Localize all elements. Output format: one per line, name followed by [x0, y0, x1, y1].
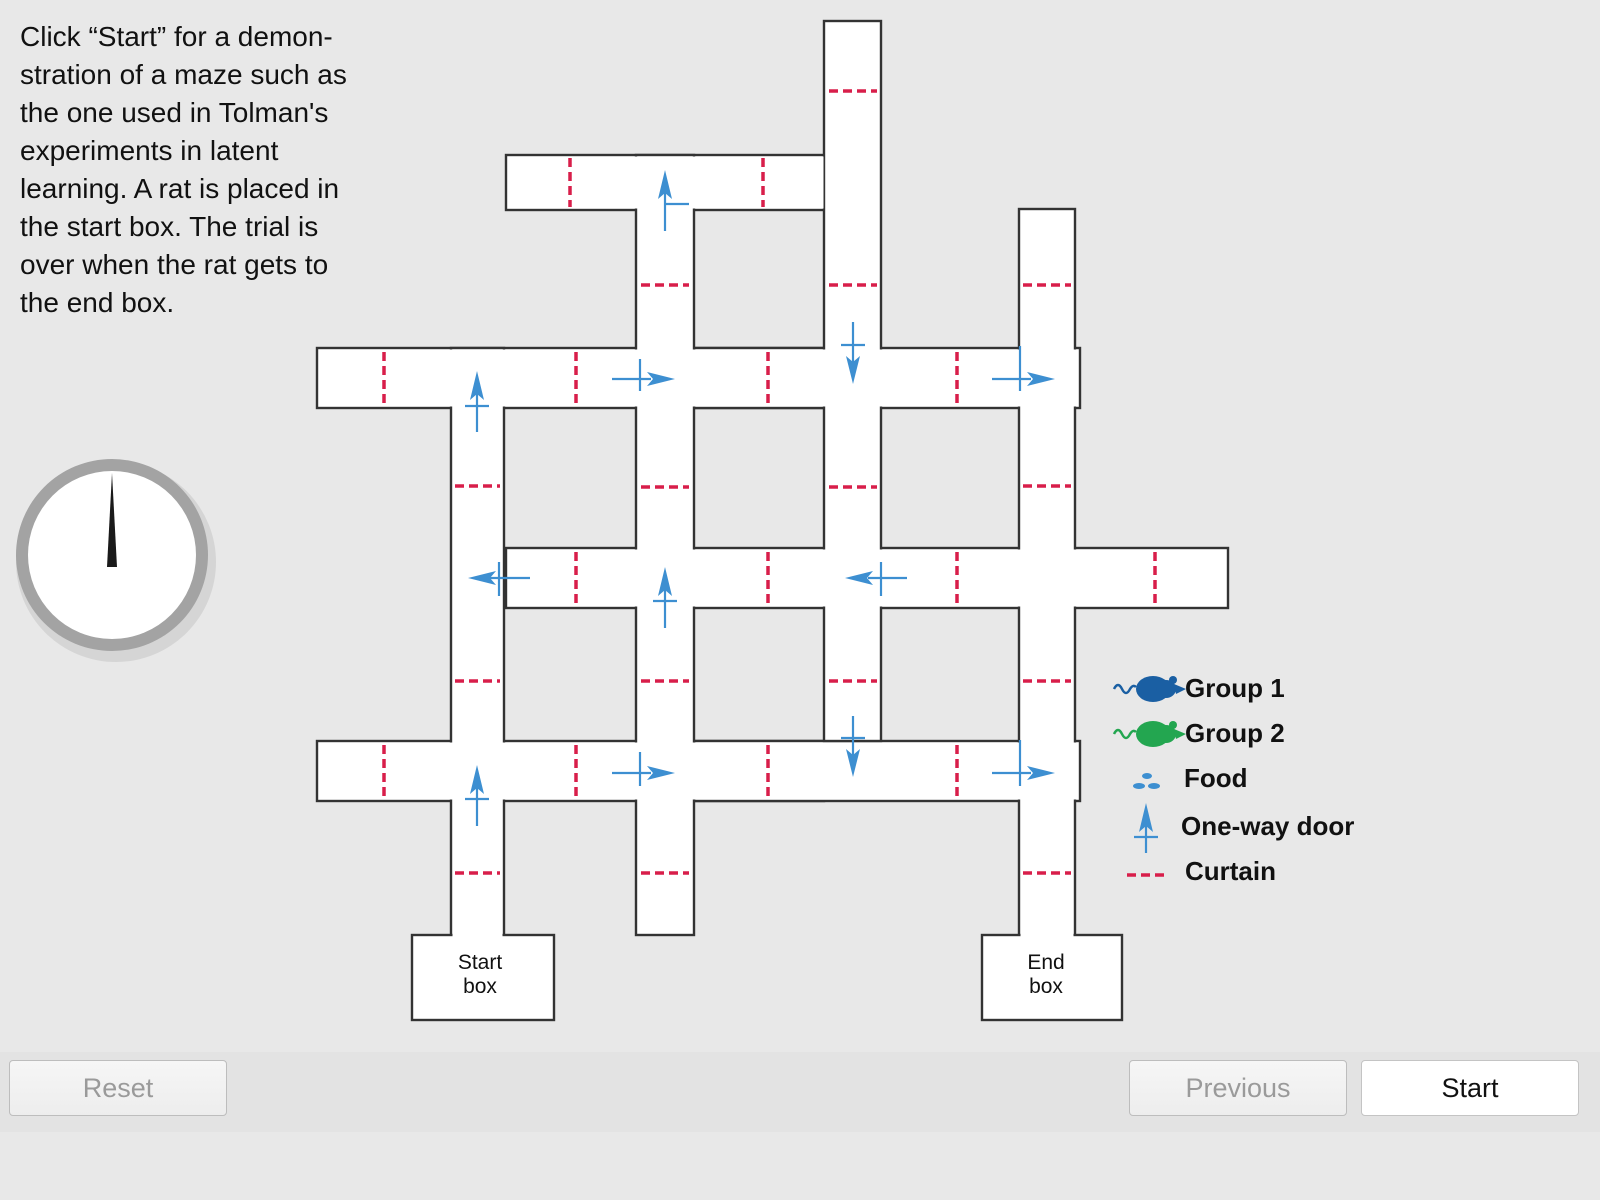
legend: Group 1 Group 2 Food One-way door Curtai… — [1112, 673, 1354, 886]
legend-curtain-label: Curtain — [1185, 856, 1276, 886]
bottom-toolbar: Reset Previous Start — [0, 1052, 1600, 1132]
group2-rat-icon — [1112, 721, 1186, 747]
end-box-label-line2: box — [1029, 975, 1063, 998]
timer-hand — [107, 473, 117, 567]
one-way-door — [992, 740, 1055, 786]
start-box-label-line1: Start — [458, 951, 503, 974]
one-way-door — [612, 359, 675, 391]
instructions-line: the end box. — [20, 287, 175, 318]
instructions-line: learning. A rat is placed in — [20, 173, 340, 204]
timer-dial — [16, 459, 216, 662]
maze-curtains — [382, 89, 1157, 875]
one-way-door — [658, 170, 689, 231]
one-way-door — [612, 752, 675, 786]
group1-rat-icon — [1112, 676, 1186, 702]
instructions-line: the start box. The trial is — [20, 211, 319, 242]
maze-doors — [465, 170, 1055, 826]
instructions-line: the one used in Tolman's — [20, 97, 329, 128]
maze-corridors — [318, 22, 1227, 1019]
instructions-line: over when the rat gets to — [20, 249, 329, 280]
one-way-door — [468, 562, 530, 596]
reset-button[interactable]: Reset — [9, 1060, 227, 1116]
one-way-door — [992, 346, 1055, 391]
legend-group2-label: Group 2 — [1185, 718, 1285, 748]
end-box-label-line1: End — [1027, 951, 1064, 974]
instructions-line: stration of a maze such as — [20, 59, 347, 90]
legend-group1-label: Group 1 — [1185, 673, 1285, 703]
one-way-door — [465, 765, 489, 826]
maze-diagram: Start box End box Group 1 Group 2 Food — [16, 19, 1354, 1022]
food-icon — [1133, 773, 1160, 789]
instructions-line: Click “Start” for a demon- — [20, 21, 333, 52]
instructions-line: experiments in latent — [20, 135, 279, 166]
start-button[interactable]: Start — [1361, 1060, 1579, 1116]
one-way-door — [465, 371, 489, 432]
one-way-door — [653, 567, 677, 628]
legend-food-label: Food — [1184, 763, 1248, 793]
one-way-door — [841, 322, 865, 384]
one-way-door — [845, 562, 907, 596]
legend-door-label: One-way door — [1181, 811, 1354, 841]
instructions-text: Click “Start” for a demon- stration of a… — [20, 18, 410, 322]
previous-button[interactable]: Previous — [1129, 1060, 1347, 1116]
one-way-door — [841, 716, 865, 777]
start-box-label-line2: box — [463, 975, 497, 998]
one-way-door-icon — [1134, 803, 1158, 853]
